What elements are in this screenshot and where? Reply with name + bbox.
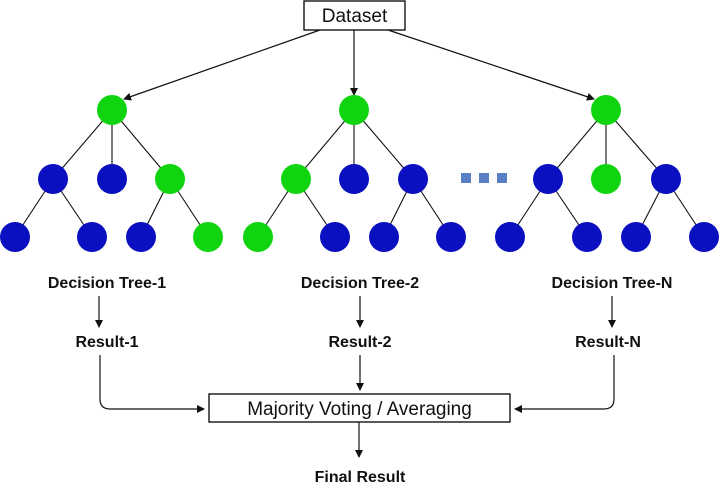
tree-2-leaf-circle	[320, 222, 350, 252]
tree-n-node-circle	[533, 164, 563, 194]
dataset-label: Dataset	[322, 6, 388, 27]
tree-1-leaf-circle	[193, 222, 223, 252]
tree-n-node-circle	[591, 164, 621, 194]
dataset-to-tree-n-arrow	[387, 29, 595, 101]
tree-1-node-circle	[38, 164, 68, 194]
ellipsis-square	[461, 173, 471, 183]
ellipsis-square	[497, 173, 507, 183]
tree-1-leaf-circle	[126, 222, 156, 252]
result-1-to-aggregator-arrow	[99, 355, 205, 413]
tree-n-leaf-circle	[495, 222, 525, 252]
tree-n-leaf-circle	[689, 222, 719, 252]
dataset-to-tree-1-arrow	[123, 29, 321, 101]
dataset-node: Dataset	[303, 0, 406, 31]
tree-2-label: Decision Tree-2	[301, 275, 419, 292]
result-2-label: Result-2	[328, 334, 391, 351]
tree-nodes	[0, 95, 719, 252]
ellipsis-square	[479, 173, 489, 183]
final-result-label: Final Result	[315, 469, 406, 486]
tree-1-root-circle	[97, 95, 127, 125]
result-n-label: Result-N	[575, 334, 641, 351]
tree-1-node-circle	[155, 164, 185, 194]
tree-2-leaf-circle	[436, 222, 466, 252]
aggregator-label: Majority Voting / Averaging	[247, 399, 472, 420]
tree-2-leaf-circle	[243, 222, 273, 252]
tree-2-node-circle	[281, 164, 311, 194]
ellipsis-icon	[461, 173, 507, 183]
tree-n-node-circle	[651, 164, 681, 194]
aggregator-node: Majority Voting / Averaging	[208, 393, 511, 423]
tree-n-label: Decision Tree-N	[552, 275, 673, 292]
result-n-to-aggregator-arrow	[514, 355, 615, 413]
tree-1-leaf-circle	[0, 222, 30, 252]
tree-2-node-circle	[339, 164, 369, 194]
result-1-label: Result-1	[75, 334, 138, 351]
tree-2-root-circle	[339, 95, 369, 125]
tree-2-leaf-circle	[369, 222, 399, 252]
tree-n-leaf-circle	[621, 222, 651, 252]
tree-1-leaf-circle	[77, 222, 107, 252]
tree-2-node-circle	[398, 164, 428, 194]
tree-1-node-circle	[97, 164, 127, 194]
tree-n-leaf-circle	[572, 222, 602, 252]
tree-1-label: Decision Tree-1	[48, 275, 166, 292]
tree-n-root-circle	[591, 95, 621, 125]
